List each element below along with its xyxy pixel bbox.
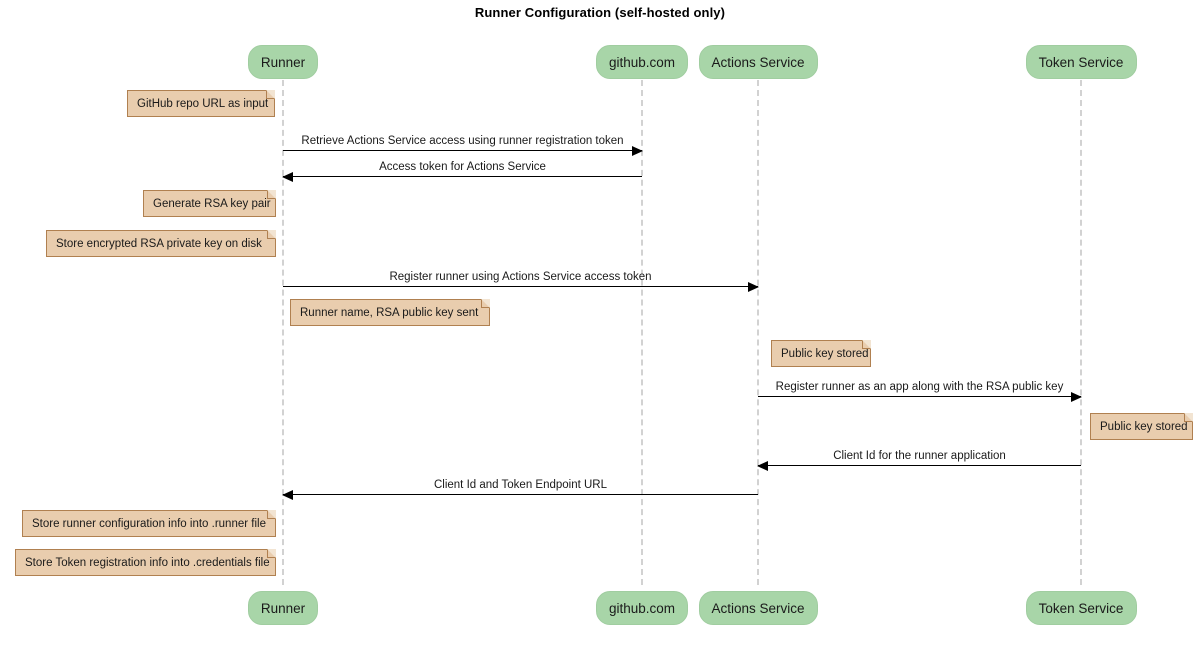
arrow-head-icon: [632, 146, 643, 156]
lifeline-token: [1080, 80, 1082, 585]
note-label: Store Token registration info into .cred…: [25, 556, 270, 569]
participant-token-top[interactable]: Token Service: [1025, 45, 1137, 79]
note-n5: Public key stored: [771, 340, 871, 367]
message-m4: Register runner as an app along with the…: [758, 375, 1082, 402]
page-title: Runner Configuration (self-hosted only): [474, 5, 726, 20]
participant-label: Token Service: [1038, 600, 1124, 616]
message-m1: Retrieve Actions Service access using ru…: [283, 129, 643, 156]
note-fold-icon: [1184, 413, 1193, 422]
lifeline-github: [641, 80, 643, 585]
message-label: Client Id for the runner application: [833, 450, 1006, 462]
participant-actions-top[interactable]: Actions Service: [698, 45, 818, 79]
participant-label: Token Service: [1038, 54, 1124, 70]
participant-label: Runner: [260, 600, 306, 616]
note-fold-edge-icon: [267, 230, 276, 239]
note-n3: Store encrypted RSA private key on disk: [46, 230, 276, 257]
lifeline-actions: [757, 80, 759, 585]
note-fold-edge-icon: [267, 510, 276, 519]
note-fold-icon: [267, 510, 276, 519]
note-label: Store encrypted RSA private key on disk: [56, 237, 262, 250]
message-label: Access token for Actions Service: [379, 161, 546, 173]
participant-label: github.com: [608, 54, 676, 70]
participant-token-bottom[interactable]: Token Service: [1025, 591, 1137, 625]
note-n7: Store runner configuration info into .ru…: [22, 510, 276, 537]
note-fold-edge-icon: [267, 190, 276, 199]
note-fold-edge-icon: [266, 90, 275, 99]
message-line: [283, 286, 758, 287]
note-fold-edge-icon: [267, 549, 276, 558]
message-m3: Register runner using Actions Service ac…: [283, 265, 759, 292]
message-line: [758, 465, 1081, 466]
arrow-head-icon: [1071, 392, 1082, 402]
participant-actions-bottom[interactable]: Actions Service: [698, 591, 818, 625]
arrow-head-icon: [282, 172, 293, 182]
arrow-head-icon: [757, 461, 768, 471]
note-fold-edge-icon: [862, 340, 871, 349]
message-line: [283, 150, 642, 151]
participant-github-top[interactable]: github.com: [596, 45, 688, 79]
note-fold-icon: [862, 340, 871, 349]
note-fold-edge-icon: [481, 299, 490, 308]
message-m2: Access token for Actions Service: [282, 155, 642, 182]
note-label: Public key stored: [1100, 420, 1188, 433]
note-n8: Store Token registration info into .cred…: [15, 549, 276, 576]
message-m5: Client Id for the runner application: [757, 444, 1081, 471]
note-label: Public key stored: [781, 347, 869, 360]
message-label: Register runner using Actions Service ac…: [389, 271, 652, 283]
message-line: [758, 396, 1081, 397]
arrow-head-icon: [748, 282, 759, 292]
participant-runner-top[interactable]: Runner: [248, 45, 318, 79]
note-label: Store runner configuration info into .ru…: [32, 517, 266, 530]
note-label: GitHub repo URL as input: [137, 97, 269, 110]
arrow-head-icon: [282, 490, 293, 500]
note-n4: Runner name, RSA public key sent: [290, 299, 490, 326]
participant-label: Actions Service: [711, 54, 805, 70]
note-fold-edge-icon: [1184, 413, 1193, 422]
message-label: Register runner as an app along with the…: [775, 381, 1064, 393]
participant-label: Actions Service: [711, 600, 805, 616]
lifeline-runner: [282, 80, 284, 585]
participant-label: github.com: [608, 600, 676, 616]
note-n1: GitHub repo URL as input: [127, 90, 275, 117]
note-fold-icon: [481, 299, 490, 308]
message-m6: Client Id and Token Endpoint URL: [282, 473, 758, 500]
participant-runner-bottom[interactable]: Runner: [248, 591, 318, 625]
message-label: Retrieve Actions Service access using ru…: [301, 135, 624, 147]
message-line: [283, 176, 642, 177]
note-fold-icon: [267, 549, 276, 558]
note-fold-icon: [267, 190, 276, 199]
participant-github-bottom[interactable]: github.com: [596, 591, 688, 625]
note-fold-icon: [266, 90, 275, 99]
message-label: Client Id and Token Endpoint URL: [433, 479, 608, 491]
note-label: Runner name, RSA public key sent: [300, 306, 479, 319]
note-n6: Public key stored: [1090, 413, 1193, 440]
note-label: Generate RSA key pair: [153, 197, 271, 210]
participant-label: Runner: [260, 54, 306, 70]
message-line: [283, 494, 758, 495]
note-n2: Generate RSA key pair: [143, 190, 276, 217]
note-fold-icon: [267, 230, 276, 239]
